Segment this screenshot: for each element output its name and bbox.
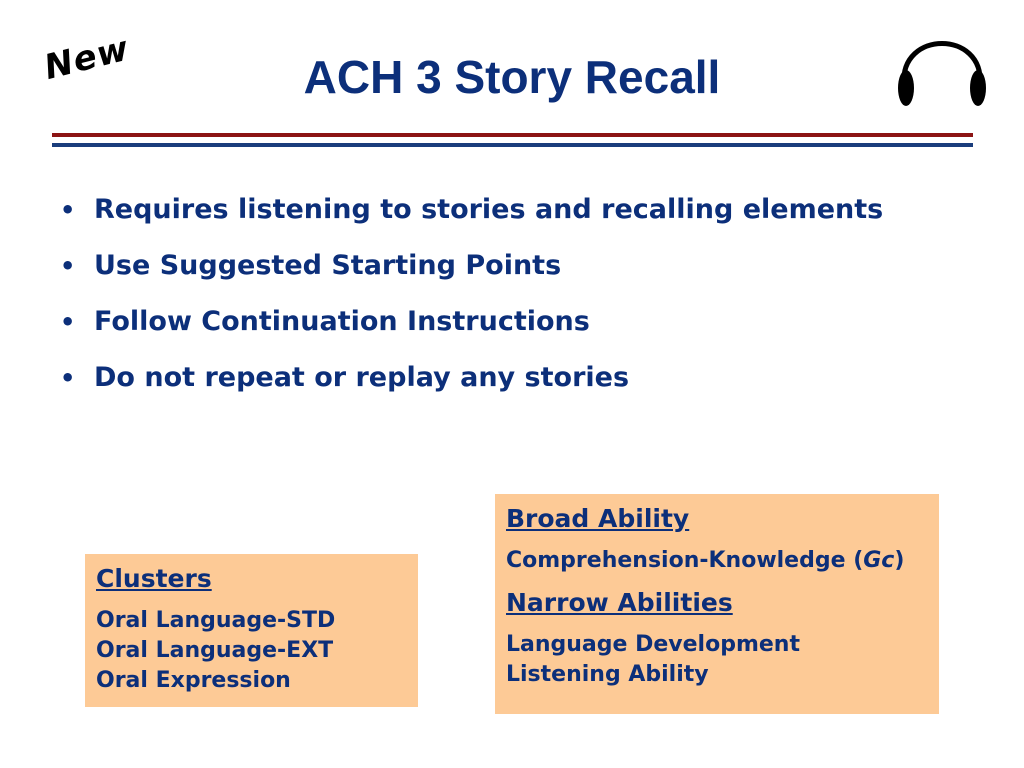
bullet-text: Follow Continuation Instructions [94,306,590,337]
broad-ability-code-close: ) [894,548,905,573]
clusters-heading: Clusters [96,564,212,593]
narrow-abilities-heading: Narrow Abilities [506,588,733,617]
broad-ability-code-open: ( [853,548,864,573]
bullet-icon: • [60,196,76,224]
bullet-text: Requires listening to stories and recall… [94,194,884,225]
broad-ability-code: Gc [863,548,895,573]
narrow-ability-item: Language Development [506,632,800,657]
header-divider-blue [52,143,973,147]
bullet-text: Do not repeat or replay any stories [94,362,630,393]
bullet-icon: • [60,252,76,280]
headphones-icon [898,41,986,106]
bullet-item: • Do not repeat or replay any stories [60,350,883,406]
bullet-icon: • [60,308,76,336]
broad-ability-heading: Broad Ability [506,504,690,533]
bullet-text: Use Suggested Starting Points [94,250,562,281]
bullet-item: • Follow Continuation Instructions [60,294,883,350]
abilities-box: Broad Ability Comprehension-Knowledge (G… [495,494,939,714]
broad-ability-text: Comprehension-Knowledge (Gc) [506,546,928,576]
cluster-item: Oral Language-EXT [96,638,334,663]
bullet-list: • Requires listening to stories and recal… [60,182,883,406]
narrow-ability-item: Listening Ability [506,662,709,687]
slide-title: ACH 3 Story Recall [303,51,721,103]
bullet-item: • Use Suggested Starting Points [60,238,883,294]
clusters-box: Clusters Oral Language-STD Oral Language… [85,554,418,707]
header-divider-red [52,133,973,137]
bullet-icon: • [60,364,76,392]
cluster-item: Oral Language-STD [96,608,336,633]
bullet-item: • Requires listening to stories and recal… [60,182,883,238]
cluster-item: Oral Expression [96,668,291,693]
broad-ability-label: Comprehension-Knowledge [506,548,854,573]
